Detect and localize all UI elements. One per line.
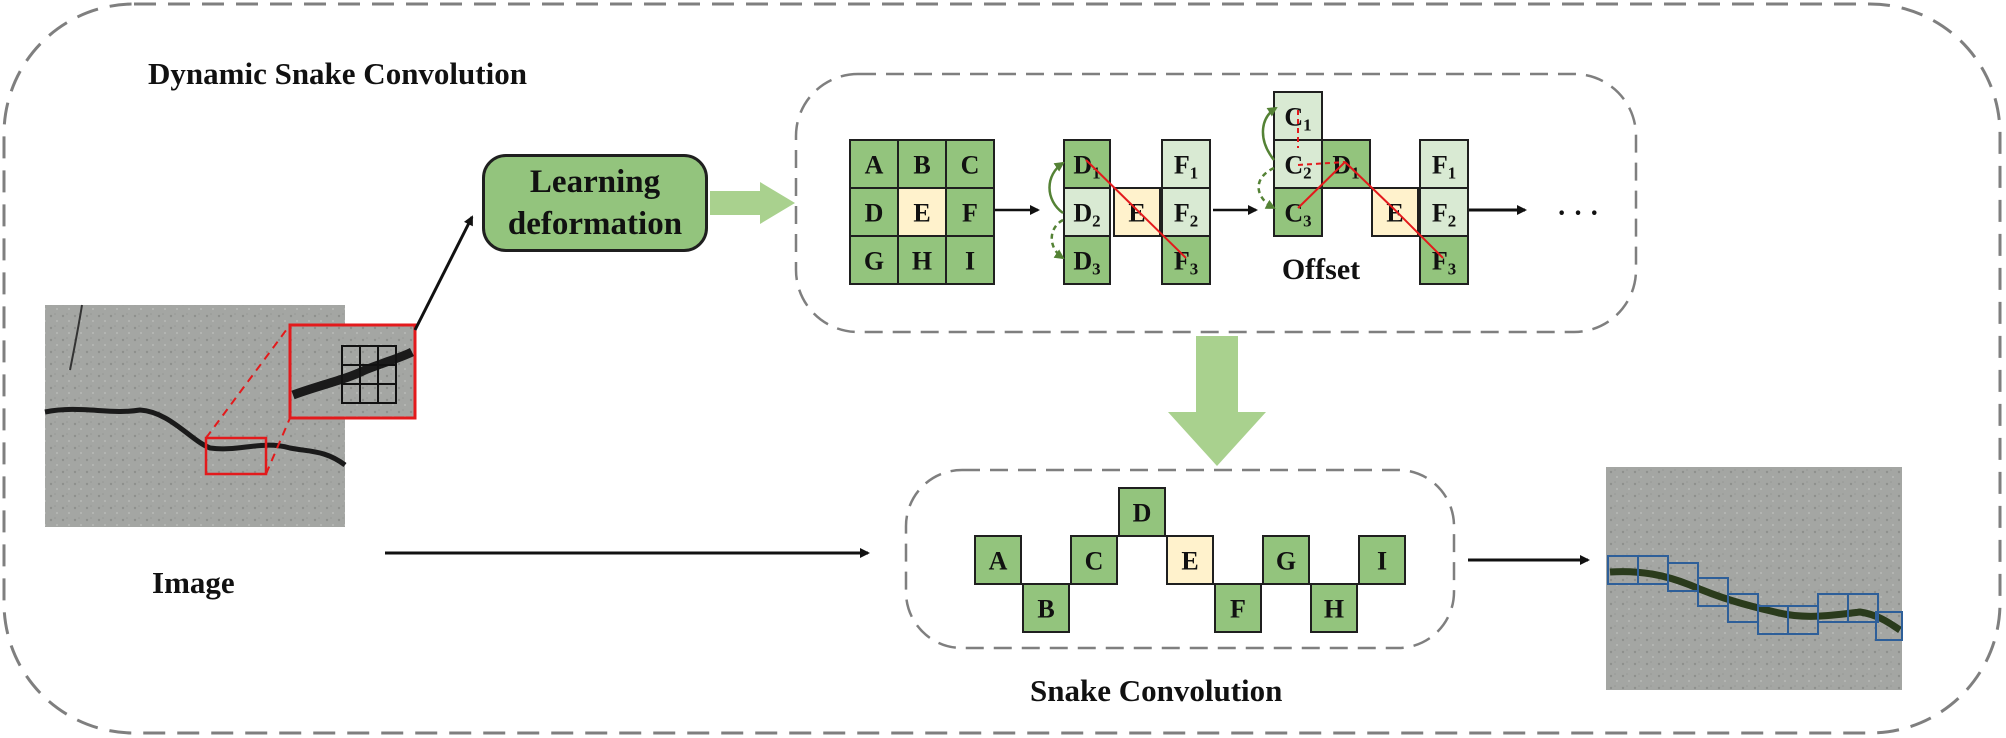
learning-line2: deformation: [507, 206, 683, 242]
deformation-path-stage1: [1085, 159, 1187, 259]
stage2-center-label: E: [1386, 198, 1403, 227]
kernel-cell-f: F: [945, 187, 995, 237]
kernel-cell-i-label: I: [965, 246, 975, 275]
snake-cell-d-label: D: [1133, 498, 1152, 527]
deformation-region: [794, 72, 1638, 334]
offset-curves-stage2: [1257, 106, 1278, 210]
learning-line1: Learning: [529, 164, 661, 200]
kernel-cell-d: D: [849, 187, 899, 237]
kernel-cell-f-label: F: [962, 198, 978, 227]
stage2-c-3: C3: [1273, 187, 1323, 237]
snake-cell-g: G: [1262, 535, 1310, 585]
kernel-cell-g-label: G: [864, 246, 884, 275]
snake-cell-g-label: G: [1276, 546, 1296, 575]
main-title: Dynamic Snake Convolution: [148, 56, 527, 91]
zoomed-crack: [288, 323, 417, 420]
kernel-cell-b: B: [897, 139, 947, 189]
stage1-left-3: D3: [1063, 235, 1111, 285]
kernel-cell-h: H: [897, 235, 947, 285]
green-arrow-right: [710, 182, 795, 224]
stage1-left-2: D2: [1063, 187, 1111, 237]
snake-cell-i-label: I: [1377, 546, 1387, 575]
kernel-cell-i: I: [945, 235, 995, 285]
green-arrow-down: [1168, 336, 1266, 466]
output-crack-image: [1606, 467, 1903, 690]
kernel-cell-c-label: C: [961, 150, 980, 179]
learning-deformation-box: Learning deformation: [482, 154, 708, 252]
kernel-cell-d-label: D: [865, 198, 884, 227]
snake-convolution-label: Snake Convolution: [1030, 673, 1283, 708]
stage2-right-2-label: F2: [1432, 198, 1456, 230]
kernel-cell-c: C: [945, 139, 995, 189]
snake-cell-c-label: C: [1085, 546, 1104, 575]
offset-label: Offset: [1282, 253, 1360, 286]
snake-region: [904, 468, 1456, 650]
stage2-right-1: F1: [1419, 139, 1469, 189]
image-label: Image: [152, 565, 235, 600]
snake-cell-e: E: [1166, 535, 1214, 585]
snake-cell-c: C: [1070, 535, 1118, 585]
arrow-to-learning: [413, 215, 474, 331]
offset-curves-stage1: [1048, 161, 1065, 260]
snake-cell-i: I: [1358, 535, 1406, 585]
kernel-cell-e-label: E: [913, 198, 930, 227]
snake-cell-b: B: [1022, 583, 1070, 633]
deformation-path-stage2: [1297, 110, 1444, 259]
kernel-cell-h-label: H: [912, 246, 932, 275]
snake-cell-f-label: F: [1230, 594, 1246, 623]
kernel-cell-a-label: A: [865, 150, 884, 179]
ellipsis: · · ·: [1557, 198, 1599, 229]
snake-cell-a: A: [974, 535, 1022, 585]
kernel-cell-e: E: [897, 187, 947, 237]
snake-cell-e-label: E: [1181, 546, 1198, 575]
snake-cell-a-label: A: [989, 546, 1008, 575]
snake-cell-h: H: [1310, 583, 1358, 633]
stage1-left-1: D1: [1063, 139, 1111, 189]
kernel-cell-b-label: B: [913, 150, 930, 179]
stage2-right-2: F2: [1419, 187, 1469, 237]
snake-cell-b-label: B: [1037, 594, 1054, 623]
stage1-right-2: F2: [1161, 187, 1211, 237]
snake-cell-f: F: [1214, 583, 1262, 633]
snake-cell-d: D: [1118, 487, 1166, 537]
kernel-cell-a: A: [849, 139, 899, 189]
kernel-cell-g: G: [849, 235, 899, 285]
snake-kernel: AB CDE F GH I: [974, 487, 1406, 633]
stage1-right-3: F3: [1161, 235, 1211, 285]
snake-cell-h-label: H: [1324, 594, 1344, 623]
stage1-right-1: F1: [1161, 139, 1211, 189]
